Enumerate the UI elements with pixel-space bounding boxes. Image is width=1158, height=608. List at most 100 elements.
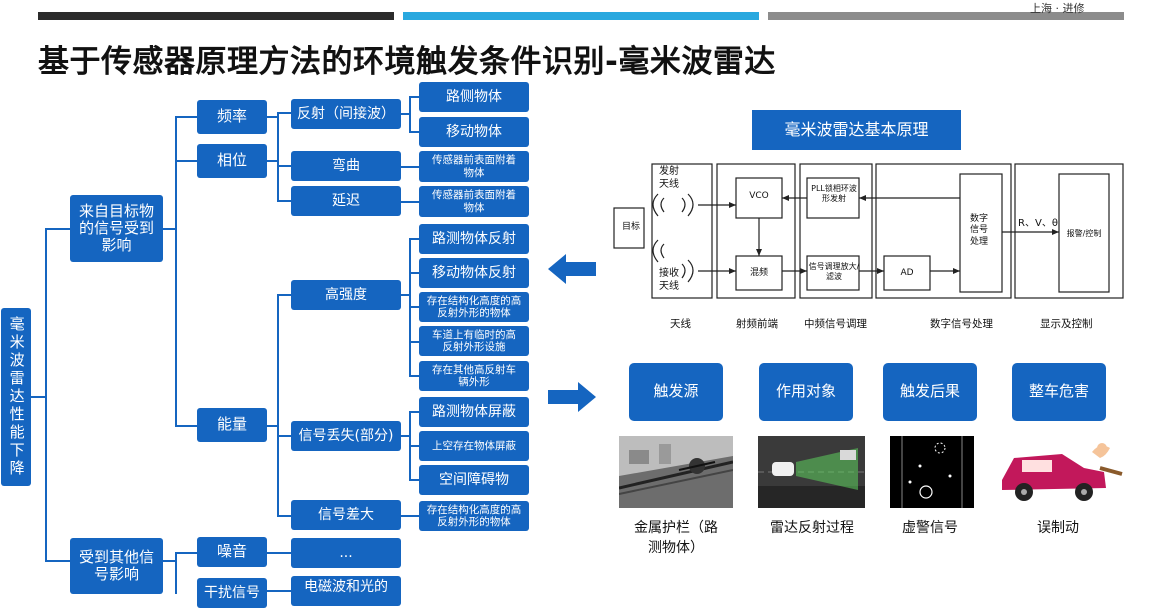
connector <box>409 96 411 132</box>
page-title: 基于传感器原理方法的环境触发条件识别-毫米波雷达 <box>38 44 776 80</box>
diagram-rvo: R、V、θ <box>1018 218 1058 229</box>
leaf-moving: 移动物体 <box>419 117 529 147</box>
connector <box>277 200 291 202</box>
connector <box>277 294 291 296</box>
connector <box>267 160 277 162</box>
header-note-right: 上海 · 进修 <box>1030 2 1085 15</box>
leaf-space-obstacle: 空间障碍物 <box>419 465 529 495</box>
header-bar-gray <box>768 12 1124 20</box>
connector <box>409 479 419 481</box>
node-signal-loss: 信号丢失(部分) <box>291 421 401 451</box>
radar-reflection-image <box>758 436 865 508</box>
connector <box>45 560 70 562</box>
connector <box>163 228 175 230</box>
leaf-overhead-block: 上空存在物体屏蔽 <box>419 431 529 461</box>
diagram-label-rf: 射频前端 <box>736 318 778 330</box>
connector <box>401 166 419 168</box>
header-bar-blue <box>403 12 759 20</box>
connector <box>409 306 419 308</box>
diagram-tx-antenna: 发射天线 <box>659 166 679 190</box>
effect-target-object: 作用对象 <box>759 363 853 421</box>
diagram-alarm: 报警/控制 <box>1066 229 1102 238</box>
diagram-title: 毫米波雷达基本原理 <box>752 110 961 150</box>
connector <box>409 375 419 377</box>
node-noise-dots: ... <box>291 538 401 568</box>
leaf-sensor-front-1: 传感器前表面附着物体 <box>419 151 529 182</box>
node-signal-diff: 信号差大 <box>291 500 401 530</box>
diagram-rx-antenna: 接收天线 <box>659 268 679 292</box>
connector <box>401 113 409 115</box>
leaf-roadside: 路侧物体 <box>419 82 529 112</box>
caption-guardrail: 金属护栏（路测物体） <box>634 520 718 556</box>
connector <box>409 341 419 343</box>
connector <box>267 552 291 554</box>
connector <box>401 515 419 517</box>
caption-radar-reflection: 雷达反射过程 <box>770 520 854 536</box>
group-other-signal: 受到其他信号影响 <box>70 538 163 594</box>
false-braking-image <box>992 438 1124 508</box>
diagram-label-antenna: 天线 <box>670 318 691 330</box>
node-high-intensity: 高强度 <box>291 280 401 310</box>
node-em-wave: 电磁波和光的 <box>291 576 401 606</box>
diagram-pll: PLL锁相环波形发射 <box>811 184 857 203</box>
connector <box>175 116 177 426</box>
node-delay: 延迟 <box>291 186 401 216</box>
diagram-target: 目标 <box>621 222 640 232</box>
node-bending: 弯曲 <box>291 151 401 181</box>
connector <box>409 96 419 98</box>
connector <box>277 165 291 167</box>
node-frequency: 频率 <box>197 100 267 134</box>
connector <box>401 201 419 203</box>
connector <box>175 552 197 554</box>
connector <box>401 435 409 437</box>
leaf-moving-reflect: 移动物体反射 <box>419 258 529 288</box>
connector <box>175 425 197 427</box>
leaf-structured-high: 存在结构化高度的高反射外形的物体 <box>419 292 529 322</box>
connector <box>45 228 47 560</box>
connector <box>409 131 419 133</box>
false-alarm-image <box>890 436 974 508</box>
arrow-left-icon <box>548 254 596 284</box>
connector <box>45 228 70 230</box>
effect-trigger-source: 触发源 <box>629 363 723 421</box>
connector <box>163 560 175 562</box>
connector <box>175 552 177 594</box>
connector <box>267 425 277 427</box>
radar-block-diagram <box>613 163 1124 299</box>
node-interference: 干扰信号 <box>197 578 267 608</box>
leaf-sensor-front-2: 传感器前表面附着物体 <box>419 186 529 217</box>
effect-vehicle-hazard: 整车危害 <box>1012 363 1106 421</box>
effect-consequence: 触发后果 <box>883 363 977 421</box>
group-target-signal: 来自目标物的信号受到影响 <box>70 195 163 262</box>
arrow-right-icon <box>548 382 596 412</box>
connector <box>277 294 279 516</box>
node-energy: 能量 <box>197 408 267 442</box>
connector <box>31 396 45 398</box>
connector <box>277 515 291 517</box>
tree-root: 毫米波雷达性能下降 <box>1 308 31 486</box>
diagram-mixer: 混频 <box>749 268 768 278</box>
connector <box>409 272 419 274</box>
connector <box>277 112 291 114</box>
connector <box>409 445 419 447</box>
caption-false-braking: 误制动 <box>1037 520 1079 536</box>
connector <box>401 294 409 296</box>
connector <box>409 411 419 413</box>
diagram-if-amp: 信号调理放大/滤波 <box>808 262 860 281</box>
diagram-label-if: 中频信号调理 <box>804 318 867 330</box>
diagram-label-display: 显示及控制 <box>1040 318 1093 330</box>
connector <box>267 590 291 592</box>
leaf-other-high: 存在其他高反射车辆外形 <box>419 361 529 391</box>
leaf-road-block: 路测物体屏蔽 <box>419 397 529 427</box>
caption-false-alarm: 虚警信号 <box>902 520 958 536</box>
leaf-structured-high-2: 存在结构化高度的高反射外形的物体 <box>419 501 529 531</box>
diagram-ad: AD <box>900 268 914 278</box>
node-reflection: 反射（间接波） <box>291 99 401 129</box>
connector <box>175 116 197 118</box>
diagram-dsp: 数字信号处理 <box>969 214 988 247</box>
leaf-lane-temp: 车道上有临时的高反射外形设施 <box>419 326 529 356</box>
node-phase: 相位 <box>197 144 267 178</box>
diagram-vco: VCO <box>749 191 769 201</box>
guardrail-image <box>619 436 733 508</box>
diagram-label-dsp: 数字信号处理 <box>930 318 993 330</box>
